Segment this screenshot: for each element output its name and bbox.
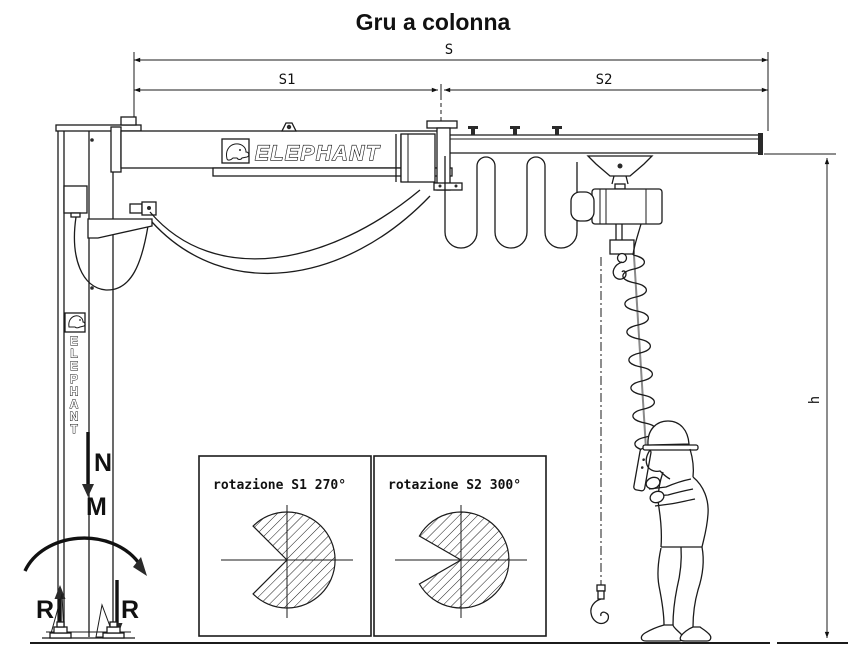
rotation-caption-s2: rotazione S2 300° [388, 478, 521, 493]
hand [645, 476, 661, 490]
festoon-loops [444, 156, 578, 249]
leg-back [692, 546, 704, 628]
neck-back [689, 448, 695, 478]
festoon-cables [149, 156, 578, 274]
bolt-dot [90, 138, 94, 142]
hook-block [609, 239, 635, 255]
shoe-back [679, 626, 712, 642]
force-label-r-left: R [36, 596, 54, 624]
hard-hat [647, 420, 690, 446]
beam-end-plate [110, 126, 122, 173]
rail-arm [450, 126, 763, 155]
bolt-dot [90, 286, 94, 290]
arrow-r-left [54, 585, 66, 599]
hoist-assembly [570, 155, 663, 492]
force-label-r-right: R [121, 596, 139, 624]
connection-box [400, 133, 436, 183]
arm-mid [650, 488, 694, 497]
arrow-moment [133, 557, 147, 576]
dimension-label-s2: S2 [596, 72, 613, 88]
elephant-icon [226, 143, 250, 161]
electrical-box-gland [70, 212, 81, 218]
dimension-label-s1: S1 [279, 72, 296, 88]
supply-cable-2 [151, 195, 431, 274]
beam-bottom-plate [212, 167, 453, 177]
load-centerline [590, 257, 610, 625]
hoist-motor [570, 191, 595, 222]
arrow-n [82, 484, 94, 497]
rotation-pie-s1 [252, 511, 336, 609]
hoist-body [591, 188, 663, 225]
hook-lowered [590, 598, 610, 625]
elephant-icon [68, 315, 86, 329]
force-annotations: N M R R [23, 432, 147, 637]
beam-brand-text: ELEPHANT [255, 142, 381, 165]
beam-rail-connection [395, 120, 463, 191]
hook-raised [612, 261, 627, 280]
back [692, 476, 709, 548]
worker-figure [640, 420, 712, 642]
height-dimension: h [764, 153, 836, 638]
rotation-diagram-s2: rotazione S2 300° [373, 455, 547, 637]
arm-lower [654, 498, 696, 507]
drawing-title: Gru a colonna [356, 9, 511, 35]
electrical-box [63, 185, 88, 214]
connection-bar [436, 127, 451, 191]
pendant-supply-cable [73, 216, 149, 291]
force-label-m: M [86, 493, 107, 521]
rotation-pie-s2 [418, 511, 510, 609]
column-top-tab [120, 116, 137, 126]
anchor-bolt-left [49, 621, 72, 639]
dimension-label-h: h [807, 396, 823, 404]
anchor-bolt-right [102, 621, 125, 639]
arm-upper [648, 478, 692, 490]
festoon-pins [468, 126, 562, 135]
shoe-front [640, 624, 684, 642]
leg-inner [672, 546, 682, 626]
crane-beam: ELEPHANT [110, 122, 453, 177]
cable-connector [129, 203, 143, 214]
festoon-hanger [433, 182, 463, 191]
face-profile [645, 449, 671, 480]
column-bracket [87, 218, 153, 239]
spiral-cable [622, 254, 657, 452]
pendant-cable-top [632, 223, 642, 256]
rotation-caption-s1: rotazione S1 270° [213, 478, 346, 493]
column-top-plate [55, 124, 142, 132]
connection-cap [426, 120, 458, 129]
leg-front [657, 547, 665, 626]
supply-cable-1 [149, 189, 421, 260]
column-base [42, 593, 135, 639]
rail-end-cap [758, 133, 763, 155]
hoist-lug [614, 183, 626, 190]
force-label-n: N [94, 449, 112, 477]
top-dimensions: S S1 S2 [133, 42, 769, 131]
dimension-label-s: S [445, 42, 453, 58]
beam-logo-box [221, 138, 250, 164]
hand [649, 490, 665, 504]
moment-arc [23, 536, 140, 572]
rotation-diagram-s1: rotazione S1 270° [198, 455, 372, 637]
